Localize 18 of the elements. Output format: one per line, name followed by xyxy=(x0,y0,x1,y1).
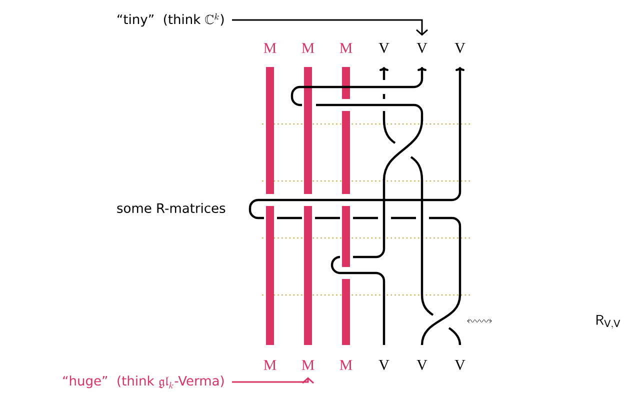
strand-label: M xyxy=(264,43,276,53)
leader-arrow xyxy=(232,377,314,384)
annotation-text: $\text{“huge”\ \ (think }\mathfrak{gl}_k\text{-Verma)}$ xyxy=(63,376,224,388)
strand-label: M xyxy=(264,360,276,370)
strand-label: M xyxy=(340,43,352,53)
leader-arrow xyxy=(232,19,428,36)
strand-label: M xyxy=(302,360,314,370)
annotation-text: $\text{“tiny”\ \ (think }\mathbb{C}^k\text{)}$ xyxy=(118,13,224,27)
matrix-label: $\mathsf{R}_{\mathrm{V},\mathrm{V}}$ xyxy=(596,315,620,329)
strand-label: V xyxy=(416,360,428,370)
strand-label: V xyxy=(454,360,466,370)
strand-label: M xyxy=(340,360,352,370)
strand-label: V xyxy=(378,42,390,54)
strand-label: M xyxy=(302,43,314,53)
strand-label: V xyxy=(416,42,428,54)
strand-label: V xyxy=(378,360,390,370)
annotation-text: some R-matrices xyxy=(117,202,226,214)
strand-label: V xyxy=(454,42,466,54)
